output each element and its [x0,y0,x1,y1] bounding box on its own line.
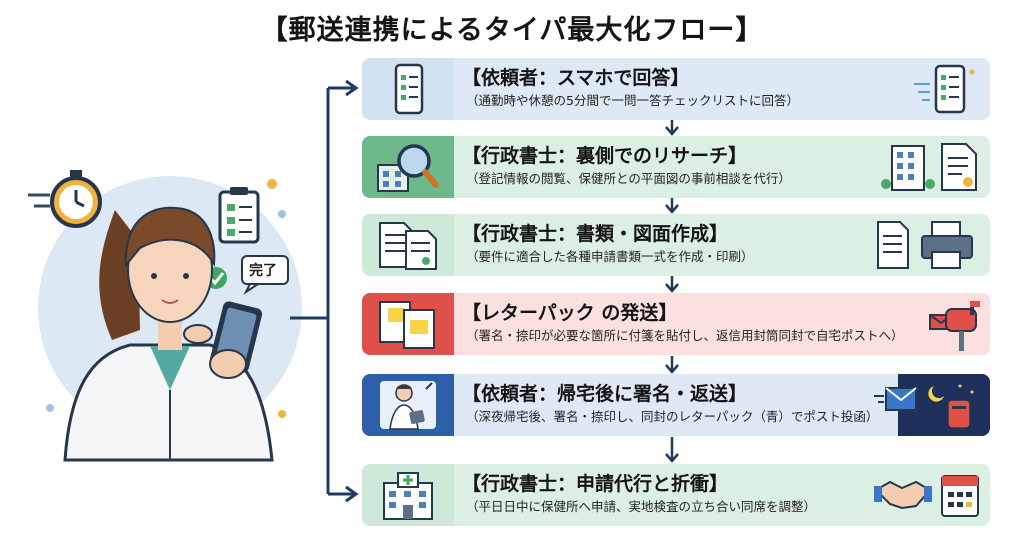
stopwatch-icon [28,170,102,228]
speech-bubble-text: 完了 [249,263,277,279]
step-1-detail: （通勤時や休憩の5分間で一問一答チェックリストに回答） [466,93,799,108]
step-4-card: 【レターパック の発送】 （署名・捺印が必要な箇所に付箋を貼付し、返信用封筒同封… [362,293,990,355]
step-3-detail: （要件に適合した各種申請書類一式を作成・印刷） [466,249,754,264]
signing-person-icon [380,381,436,430]
step-5-heading: 【依頼者：帰宅後に署名・返送】 [462,383,748,405]
mailbox-icon [929,301,980,351]
step-1-card: 【依頼者：スマホで回答】 （通勤時や休憩の5分間で一問一答チェックリストに回答） [362,58,990,120]
step-3-card: 【行政書士：書類・図面作成】 （要件に適合した各種申請書類一式を作成・印刷） [362,214,990,276]
handshake-calendar-icon [874,475,979,517]
phone-checklist-icon [914,64,975,114]
magnifier-building-icon [377,144,439,192]
person-illustration: 完了 [20,140,320,470]
step-1-heading: 【依頼者：スマホで回答】 [462,67,690,89]
step-6-heading: 【行政書士：申請代行と折衝】 [462,473,729,495]
sticky-note-documents-icon [379,301,435,349]
step-3-heading: 【行政書士：書類・図面作成】 [462,223,729,245]
step-5-detail: （深夜帰宅後、署名・捺印し、同封のレターパック（青）でポスト投函） [466,409,879,424]
smartphone-checklist-icon [394,63,424,115]
step-6-detail: （平日日中に保健所へ申請、実地検査の立ち合い同席を調整） [466,499,817,514]
step-2-heading: 【行政書士：裏側でのリサーチ】 [462,145,748,167]
hospital-building-icon [383,472,433,520]
envelope-moon-postbox-icon [874,384,974,429]
clipboard-icon [218,187,260,244]
step-5-card: 【依頼者：帰宅後に署名・返送】 （深夜帰宅後、署名・捺印し、同封のレターパック（… [362,374,990,436]
step-6-card: 【行政書士：申請代行と折衝】 （平日日中に保健所へ申請、実地検査の立ち合い同席を… [362,464,990,526]
building-document-icon [881,143,977,191]
step-2-card: 【行政書士：裏側でのリサーチ】 （登記情報の閲覧、保健所との平面図の事前相談を代… [362,136,990,198]
step-2-detail: （登記情報の閲覧、保健所との平面図の事前相談を代行） [466,171,791,186]
page-title: 【郵送連携によるタイパ最大化フロー】 [260,15,764,46]
document-printer-icon [877,221,973,269]
step-4-detail: （署名・捺印が必要な箇所に付箋を貼付し、返信用封筒同封で自宅ポストへ） [466,328,904,343]
documents-icon [379,222,437,270]
step-4-heading: 【レターパック の発送】 [462,302,678,324]
